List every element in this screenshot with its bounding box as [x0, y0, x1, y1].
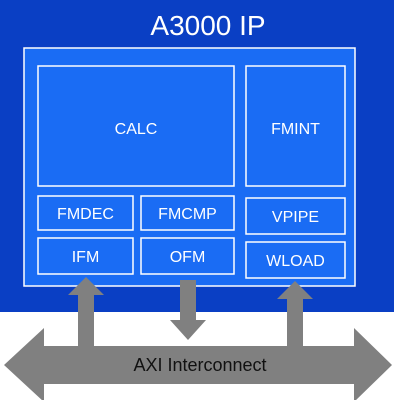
block-ofm-label: OFM [170, 249, 206, 266]
core-region [23, 47, 356, 287]
ofm-down-arrow [170, 280, 206, 340]
ip-title: A3000 IP [150, 10, 265, 41]
block-ofm: OFM [140, 237, 235, 275]
block-ifm-label: IFM [72, 249, 100, 266]
block-vpipe: VPIPE [245, 197, 346, 235]
block-fmdec: FMDEC [37, 195, 134, 231]
block-wload: WLOAD [245, 241, 346, 279]
block-ifm: IFM [37, 237, 134, 275]
block-calc-label: CALC [115, 121, 158, 138]
block-fmcmp: FMCMP [140, 195, 235, 231]
block-fmint-label: FMINT [271, 121, 320, 138]
axi-bus-label: AXI Interconnect [133, 355, 266, 375]
ifm-up-arrow [68, 277, 104, 346]
block-fmcmp-label: FMCMP [158, 206, 217, 223]
wload-up-arrow [277, 281, 313, 346]
block-calc: CALC [37, 65, 235, 187]
block-wload-label: WLOAD [266, 253, 325, 270]
block-fmdec-label: FMDEC [57, 206, 114, 223]
block-fmint: FMINT [245, 65, 346, 187]
axi-bus-arrow [4, 328, 392, 400]
block-vpipe-label: VPIPE [272, 209, 319, 226]
